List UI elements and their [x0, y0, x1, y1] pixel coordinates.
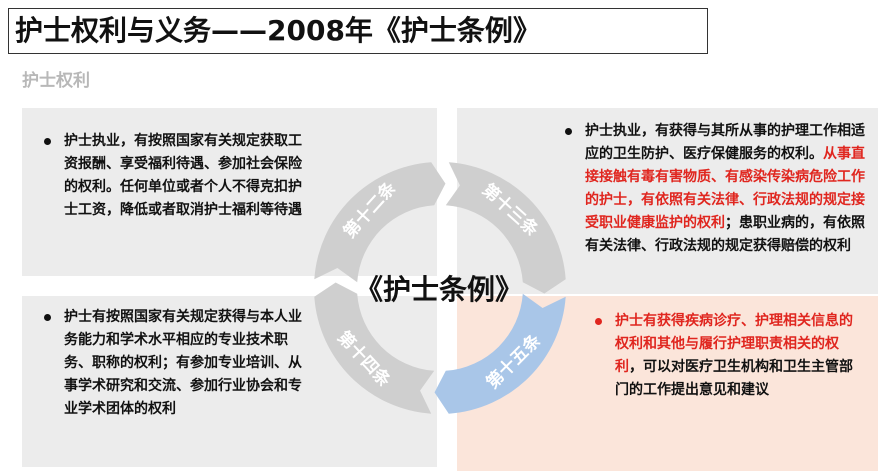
- ring-segment-13: [445, 162, 566, 294]
- bullet-icon: [595, 318, 602, 325]
- list-item: 护士有获得疾病诊疗、护理相关信息的权利和其他与履行护理职责相关的权利，可以对医疗…: [591, 310, 866, 402]
- article-14-text: 护士有按照国家有关规定获得与本人业务能力和学术水平相应的专业技术职务、职称的权利…: [64, 309, 302, 417]
- list-item: 护士执业，有按照国家有关规定获取工资报酬、享受福利待遇、参加社会保险的权利。任何…: [40, 130, 307, 222]
- article-15-text-rest: ，可以对医疗卫生机构和卫生主管部门的工作提出意见和建议: [615, 359, 853, 398]
- center-label: 《护士条例》: [354, 273, 523, 306]
- page-title: 护士权利与义务——2008年《护士条例》: [8, 8, 708, 54]
- bullet-icon: [44, 138, 51, 145]
- article-15-highlight: 护士有获得疾病诊疗、护理相关信息的权利和其他与履行护理职责相关的权利: [615, 313, 853, 375]
- list-item: 护士有按照国家有关规定获得与本人业务能力和学术水平相应的专业技术职务、职称的权利…: [40, 306, 307, 421]
- list-item: 护士执业，有获得与其所从事的护理工作相适应的卫生防护、医疗保健服务的权利。从事直…: [561, 120, 866, 258]
- ring-segment-14: [314, 282, 435, 414]
- article-13-text: 护士执业，有获得与其所从事的护理工作相适应的卫生防护、医疗保健服务的权利。从事直…: [585, 123, 865, 254]
- section-subtitle: 护士权利: [22, 71, 90, 91]
- bullet-icon: [565, 128, 572, 135]
- article-15-text: 护士有获得疾病诊疗、护理相关信息的权利和其他与履行护理职责相关的权利，可以对医疗…: [615, 313, 853, 398]
- article-13-text-part1: 护士执业，有获得与其所从事的护理工作相适应的卫生防护、医疗保健服务的权利。: [585, 123, 865, 162]
- bullet-icon: [44, 314, 51, 321]
- article-13-text-part2: ；患职业病的，有依照有关法律、行政法规的规定获得赔偿的权利: [585, 215, 865, 254]
- article-12-text: 护士执业，有按照国家有关规定获取工资报酬、享受福利待遇、参加社会保险的权利。任何…: [64, 133, 302, 218]
- ring-segment-12: [314, 162, 446, 283]
- article-13-highlight: 从事直接接触有毒有害物质、有感染传染病危险工作的护士，有依照有关法律、行政法规的…: [585, 146, 865, 231]
- ring-segment-15: [434, 293, 566, 414]
- panel-article-14: 护士有按照国家有关规定获得与本人业务能力和学术水平相应的专业技术职务、职称的权利…: [22, 296, 437, 467]
